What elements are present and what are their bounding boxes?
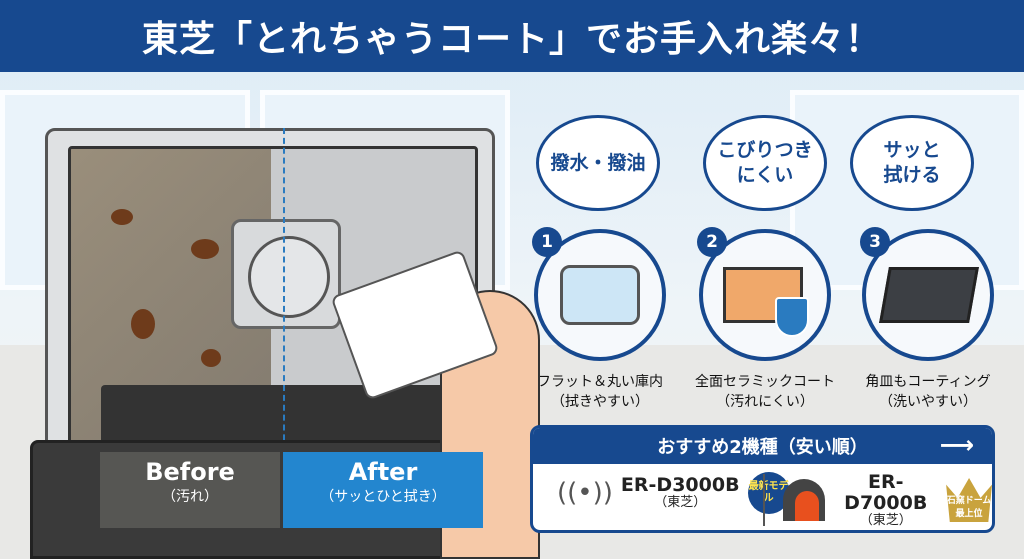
model-card[interactable]: ((•)) ER-D3000B（東芝） 最新モデル bbox=[557, 472, 790, 514]
speech-bubble: 撥水・撥油 bbox=[536, 115, 660, 211]
divider bbox=[763, 474, 765, 526]
speech-bubble: こびりつきにくい bbox=[703, 115, 827, 211]
speech-bubble: サッと拭ける bbox=[850, 115, 974, 211]
coated-tray-icon: 3 bbox=[860, 227, 994, 361]
stone-oven-dome-icon bbox=[783, 479, 826, 522]
before-after-divider bbox=[283, 128, 285, 559]
flat-cavity-icon: 1 bbox=[532, 227, 666, 361]
stain-spot bbox=[201, 349, 221, 367]
stain-spot bbox=[111, 209, 133, 225]
recommend-header: おすすめ2機種（安い順） ⟶ bbox=[533, 428, 992, 464]
turntable-panel bbox=[231, 219, 341, 329]
cavity-floor bbox=[101, 385, 451, 445]
stain-spot bbox=[131, 309, 155, 339]
before-label: Before （汚れ） bbox=[100, 452, 280, 528]
feature-caption: 角皿もコーティング（洗いやすい） bbox=[865, 374, 991, 411]
newest-model-badge: 最新モデル bbox=[747, 472, 790, 514]
page-title: 東芝「とれちゃうコート」でお手入れ楽々！ bbox=[141, 19, 882, 60]
after-label: After （サッとひと拭き） bbox=[283, 452, 483, 528]
ceramic-shield-icon: 2 bbox=[697, 227, 831, 361]
stain-spot bbox=[191, 239, 219, 259]
crown-badge-icon: 石窯ドーム最上位 bbox=[946, 478, 992, 523]
title-banner: 東芝「とれちゃうコート」でお手入れ楽々！ bbox=[0, 0, 1024, 72]
feature-caption: 全面セラミックコート（汚れにくい） bbox=[695, 374, 835, 411]
model-card[interactable]: ER-D7000B（東芝） 石窯ドーム最上位 bbox=[783, 472, 992, 528]
antenna-sensor-icon: ((•)) bbox=[557, 478, 613, 508]
recommend-panel: おすすめ2機種（安い順） ⟶ ((•)) ER-D3000B（東芝） 最新モデル… bbox=[530, 425, 995, 533]
arrow-right-icon: ⟶ bbox=[939, 431, 974, 459]
feature-caption: フラット＆丸い庫内（拭きやすい） bbox=[537, 374, 663, 411]
